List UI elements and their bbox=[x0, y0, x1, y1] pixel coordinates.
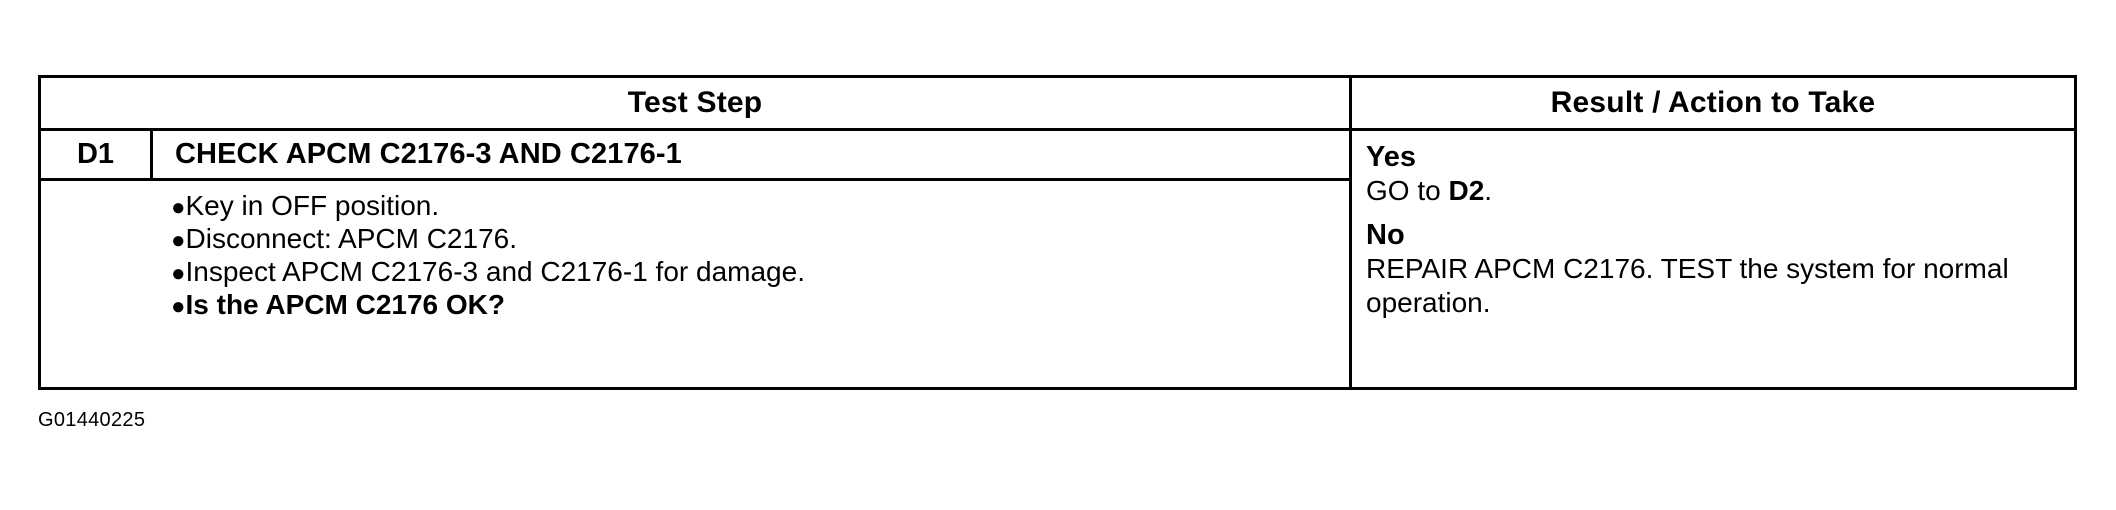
result-action-column: Yes GO to D2. No REPAIR APCM C2176. TEST… bbox=[1352, 131, 2074, 387]
header-cell-result-action: Result / Action to Take bbox=[1352, 78, 2074, 128]
column-header-result-action: Result / Action to Take bbox=[1550, 86, 1876, 119]
step-id-label: D1 bbox=[76, 138, 115, 170]
list-item-label: Disconnect: APCM C2176. bbox=[185, 223, 518, 254]
result-detail-no: REPAIR APCM C2176. TEST the system for n… bbox=[1366, 253, 2009, 318]
step-instruction-list: ● Key in OFF position. ● Disconnect: APC… bbox=[41, 181, 1349, 387]
list-item: ● Key in OFF position. bbox=[41, 192, 1349, 225]
list-item-label: Key in OFF position. bbox=[185, 190, 440, 221]
result-detail-yes-suffix: . bbox=[1484, 175, 1493, 207]
table-header-row: Test Step Result / Action to Take bbox=[41, 78, 2074, 131]
test-step-column: D1 CHECK APCM C2176-3 AND C2176-1 ● Key … bbox=[41, 131, 1352, 387]
bullet-dot-icon: ● bbox=[171, 293, 186, 320]
result-outcome-no: No REPAIR APCM C2176. TEST the system fo… bbox=[1366, 218, 2074, 319]
step-title-cell: CHECK APCM C2176-3 AND C2176-1 bbox=[153, 131, 1349, 178]
list-item-label: Inspect APCM C2176-3 and C2176-1 for dam… bbox=[185, 256, 805, 287]
step-title-row: D1 CHECK APCM C2176-3 AND C2176-1 bbox=[41, 131, 1349, 181]
document-reference-code: G01440225 bbox=[38, 409, 146, 431]
bullet-dot-icon: ● bbox=[171, 194, 186, 221]
result-label-yes: Yes bbox=[1366, 141, 1416, 173]
list-item: ● Disconnect: APCM C2176. bbox=[41, 225, 1349, 258]
list-item: ● Is the APCM C2176 OK? bbox=[41, 291, 1349, 324]
list-item-question-label: Is the APCM C2176 OK? bbox=[185, 289, 505, 320]
diagnostic-test-step-table: Test Step Result / Action to Take D1 CHE… bbox=[38, 75, 2077, 390]
step-id-cell: D1 bbox=[41, 131, 153, 178]
step-title-label: CHECK APCM C2176-3 AND C2176-1 bbox=[175, 138, 682, 170]
bullet-dot-icon: ● bbox=[171, 227, 186, 254]
result-label-no: No bbox=[1366, 218, 1405, 251]
result-detail-yes-target: D2 bbox=[1448, 175, 1485, 207]
bullet-dot-icon: ● bbox=[171, 260, 186, 287]
result-detail-yes: GO to D2. bbox=[1366, 174, 2026, 208]
header-cell-test-step: Test Step bbox=[41, 78, 1352, 128]
list-item: ● Inspect APCM C2176-3 and C2176-1 for d… bbox=[41, 258, 1349, 291]
result-detail-yes-prefix: GO to bbox=[1366, 175, 1449, 207]
column-header-test-step: Test Step bbox=[627, 86, 763, 119]
result-outcome-yes: Yes GO to D2. bbox=[1366, 140, 2074, 208]
table-body-row: D1 CHECK APCM C2176-3 AND C2176-1 ● Key … bbox=[41, 131, 2074, 387]
